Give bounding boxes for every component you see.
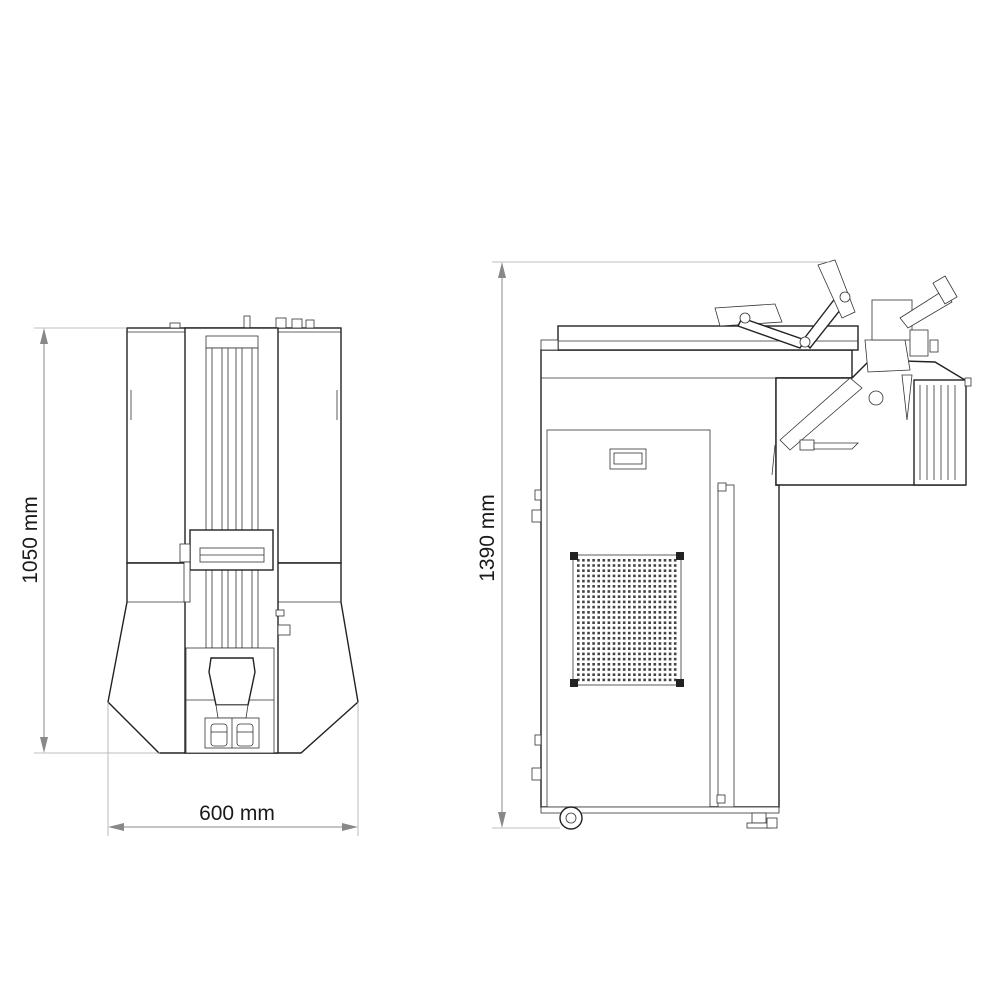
dimension-side-height (492, 261, 830, 829)
vent-grid (570, 552, 684, 687)
front-width-label: 600 mm (199, 802, 275, 825)
front-view (107, 315, 359, 754)
side-view (531, 259, 972, 830)
side-height-label: 1390 mm (476, 494, 499, 582)
dimension-front-width (107, 702, 359, 836)
front-height-label: 1050 mm (19, 496, 42, 584)
dimension-front-height (34, 327, 160, 754)
